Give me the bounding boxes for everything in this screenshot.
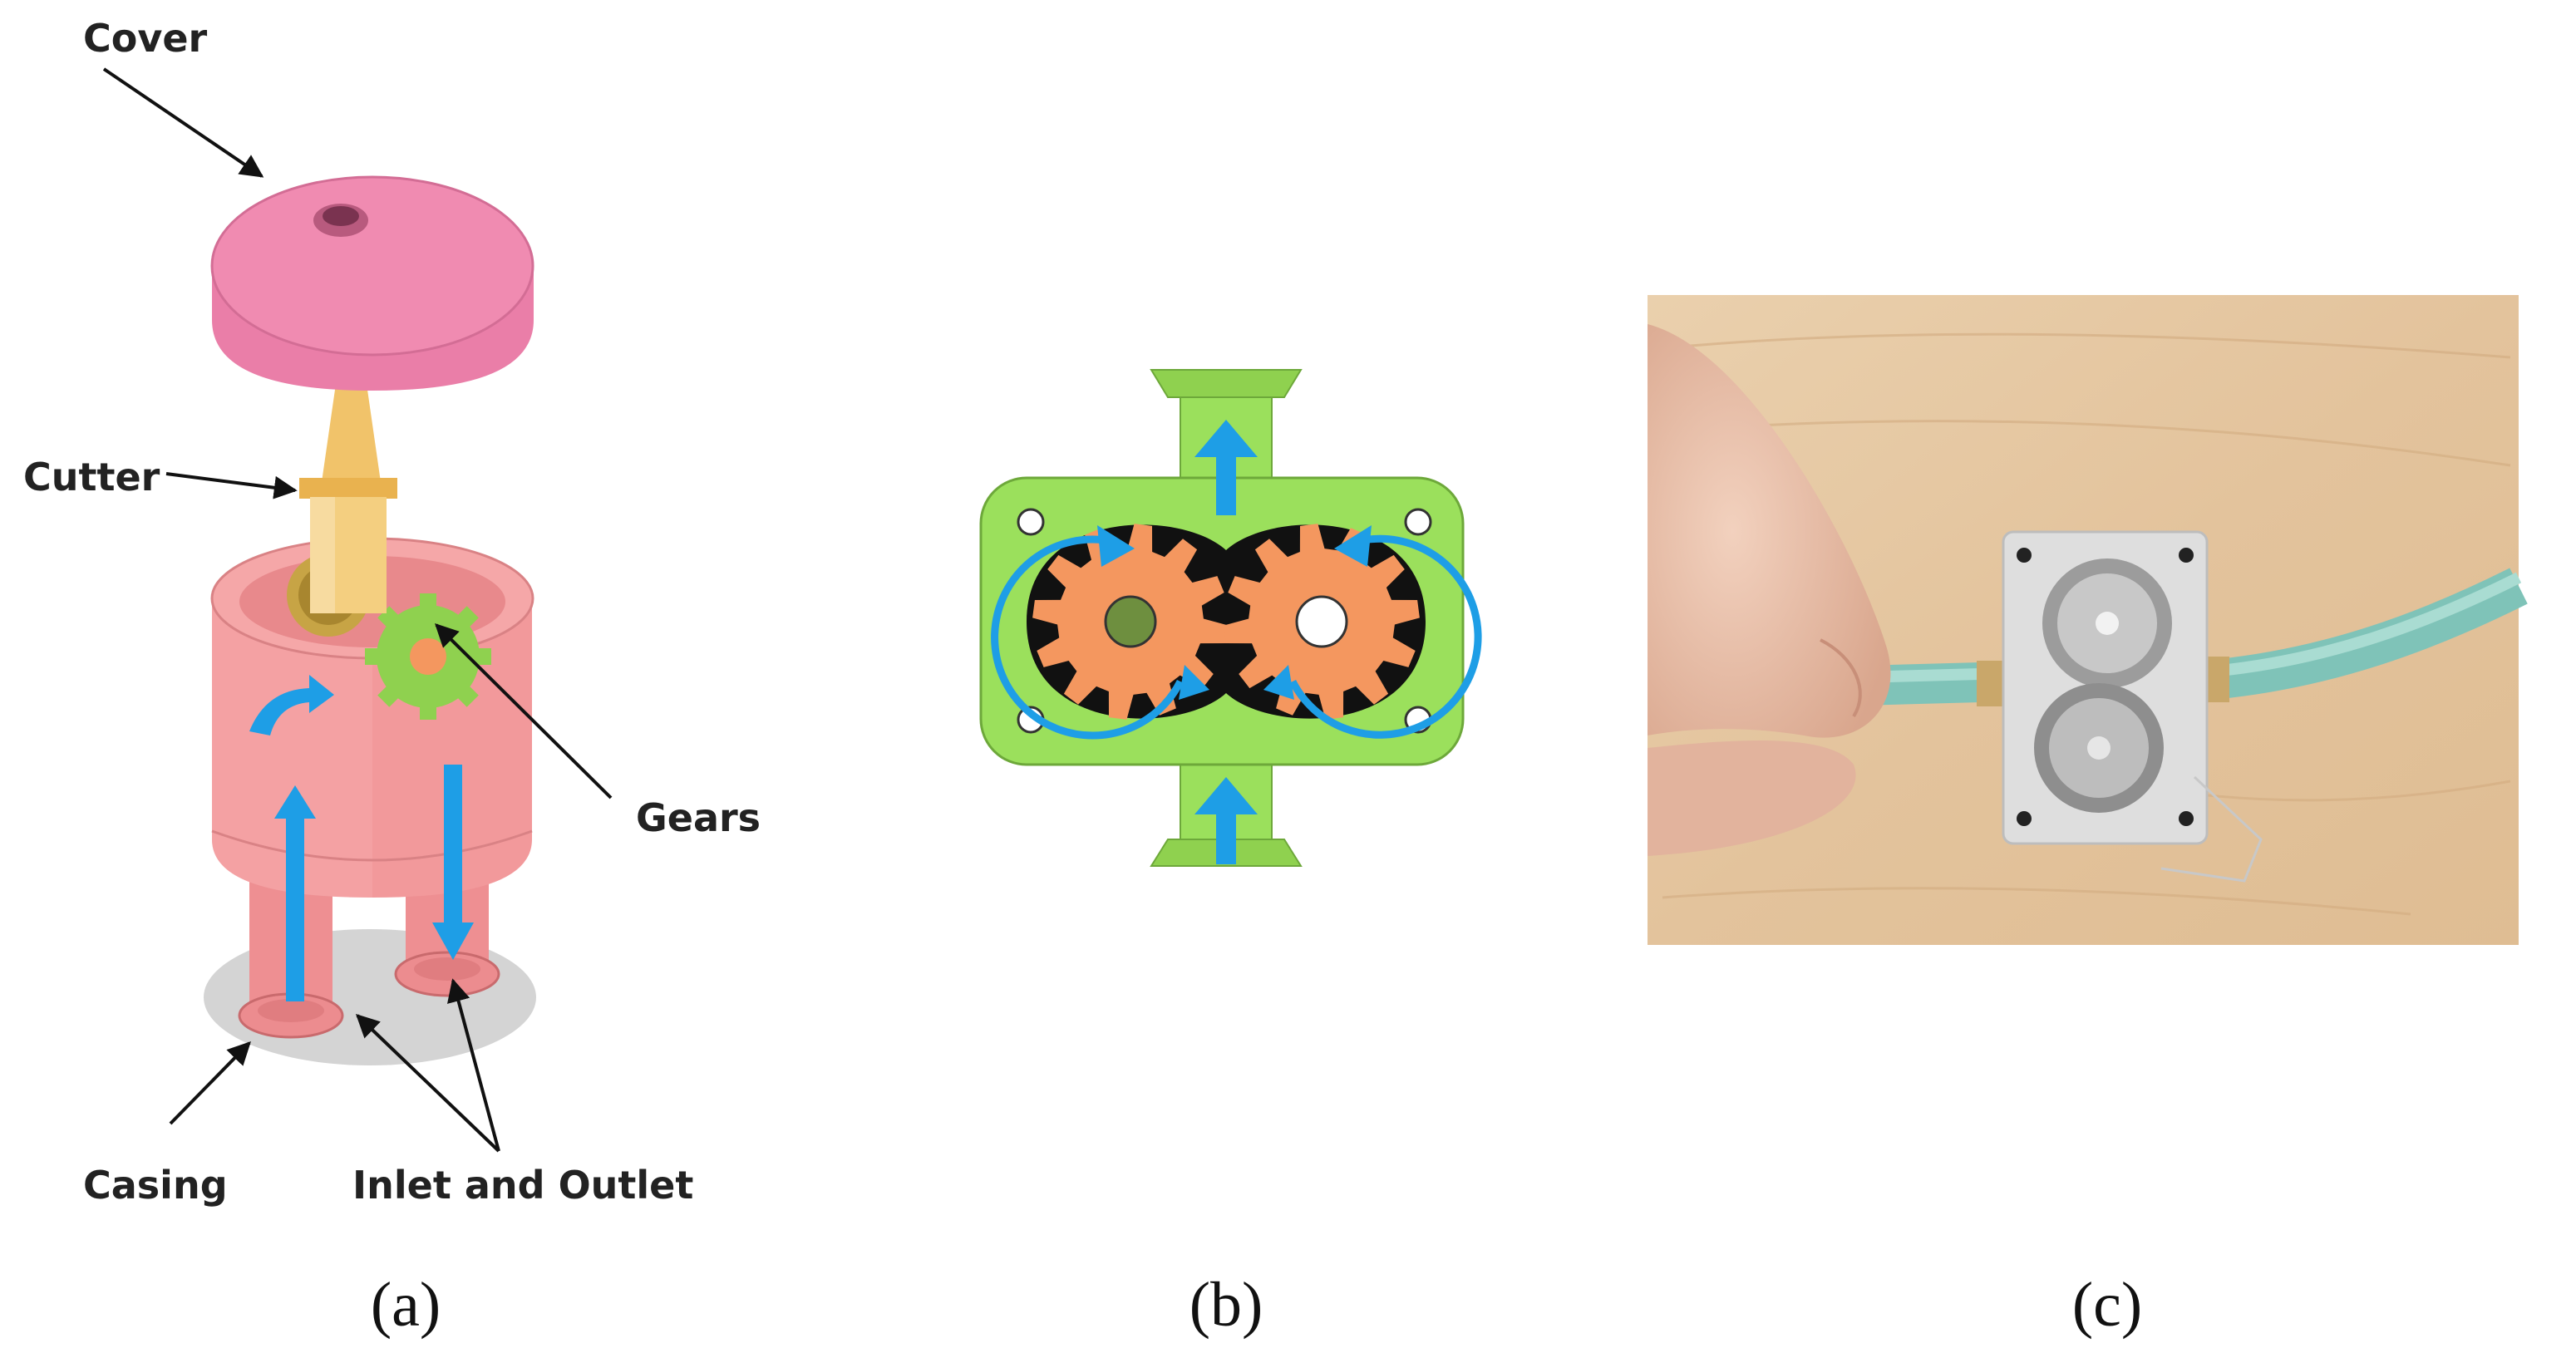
outlet-tube — [394, 864, 500, 997]
label-cutter: Cutter — [23, 455, 160, 499]
panel-c-photo: (c) — [1648, 295, 2528, 1340]
cover — [210, 175, 534, 391]
gear-shaft-hole — [1104, 595, 1157, 648]
caption-c: (c) — [2072, 1270, 2142, 1340]
pump-photo — [2002, 530, 2263, 883]
caption-b: (b) — [1189, 1270, 1263, 1340]
panel-b-gear-pump-section: (b) — [979, 369, 1482, 1340]
label-inlet-outlet: Inlet and Outlet — [352, 1163, 693, 1208]
right-gear — [1224, 524, 1420, 720]
gear-shaft-hole — [1295, 595, 1348, 648]
rotation-arrows — [991, 534, 1482, 740]
label-cover: Cover — [83, 16, 208, 61]
flow-arrows-panel-a — [249, 675, 474, 1001]
label-gears: Gears — [636, 795, 761, 840]
cutter — [299, 378, 397, 613]
finger-photo — [1648, 324, 1891, 856]
label-casing: Casing — [83, 1163, 228, 1208]
left-gear — [1032, 524, 1229, 720]
callout-lines — [102, 67, 613, 1153]
top-port — [1150, 369, 1303, 490]
wood-grain — [1653, 332, 2511, 916]
caption-a: (a) — [371, 1270, 441, 1340]
panel-a-exploded-pump: Cover Cutter Gears Casing Inlet and Outl… — [23, 16, 761, 1340]
flow-arrows-panel-b — [1194, 420, 1258, 864]
rotation-arrowheads — [1097, 525, 1372, 700]
